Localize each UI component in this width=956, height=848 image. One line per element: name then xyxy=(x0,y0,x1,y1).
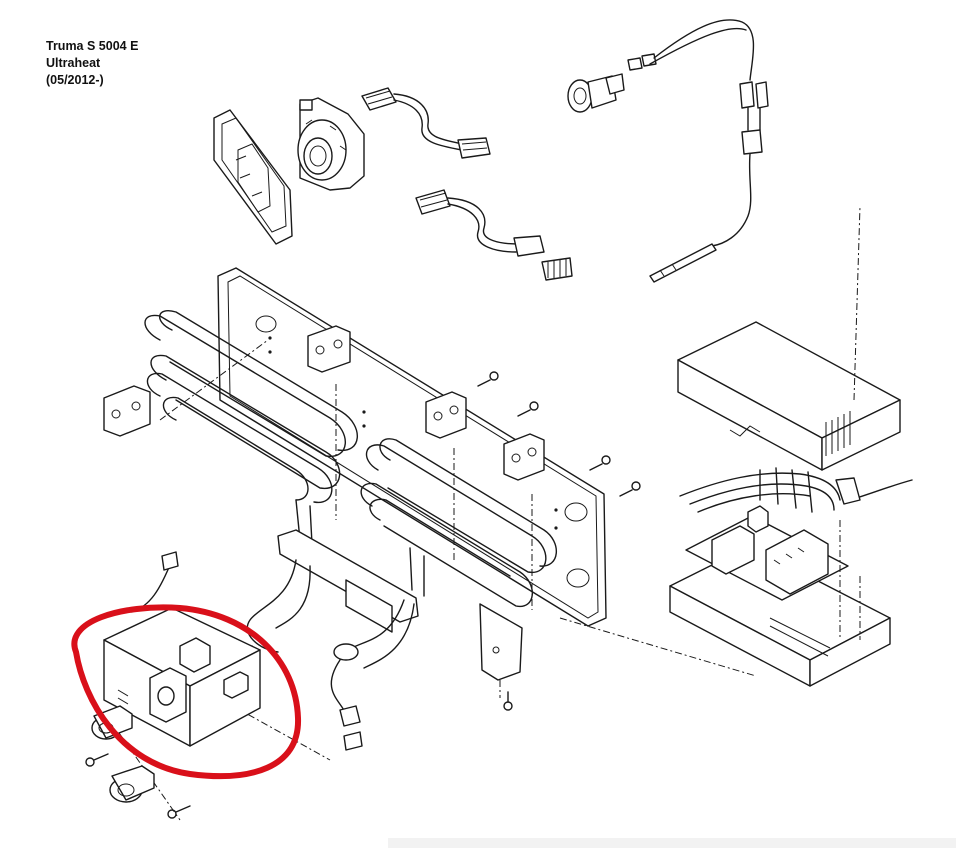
sensor-cable xyxy=(627,19,769,283)
heat-shield-housing xyxy=(103,607,261,747)
heating-element-left xyxy=(144,310,358,545)
screw-3 xyxy=(589,455,611,471)
assembly-guide-lines xyxy=(109,205,861,821)
variant-name: Ultraheat xyxy=(46,56,101,70)
screw-2 xyxy=(517,401,539,417)
control-circuit-board xyxy=(685,505,849,601)
screw-7 xyxy=(167,805,191,819)
thermal-cutout-switch-lower xyxy=(109,765,155,803)
screw-4 xyxy=(619,481,641,497)
element-bracket xyxy=(277,529,523,681)
element-clip-upper xyxy=(307,325,351,373)
cable-harness-upper xyxy=(361,87,491,159)
control-wiring-loom xyxy=(679,467,913,513)
element-clip-right xyxy=(425,391,545,481)
rotary-control-knob xyxy=(297,97,365,191)
date-range: (05/2012-) xyxy=(46,73,104,87)
heater-mounting-plate xyxy=(217,267,607,627)
cable-harness-lower xyxy=(415,189,573,281)
heating-element-right xyxy=(360,438,558,607)
screw-6 xyxy=(85,753,109,767)
electronics-box-lid xyxy=(677,321,901,471)
rocker-switch xyxy=(567,73,625,113)
element-clip-left xyxy=(103,385,151,437)
screw-5 xyxy=(503,691,513,711)
highlight-ellipse xyxy=(71,604,302,780)
model-name: Truma S 5004 E xyxy=(46,39,139,53)
control-panel-frame xyxy=(213,109,293,245)
screws xyxy=(85,371,847,819)
diagram-title: Truma S 5004 E Ultraheat (05/2012-) xyxy=(46,38,138,89)
bottom-strip xyxy=(388,838,956,848)
control-board-base xyxy=(669,545,891,687)
screw-1 xyxy=(477,371,499,387)
